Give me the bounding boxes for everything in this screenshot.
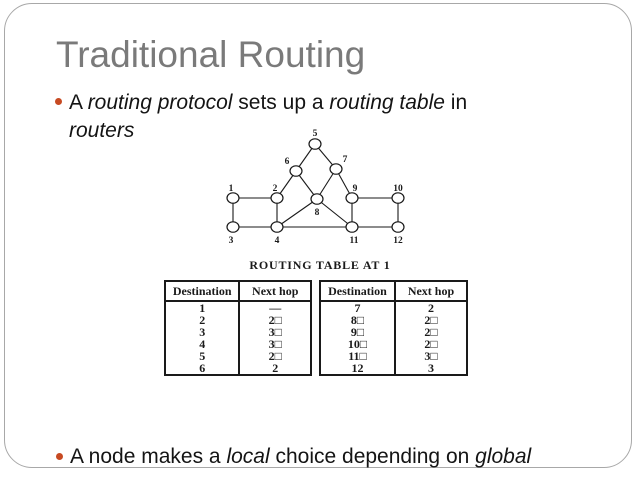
table-row: 11□3□ — [320, 350, 467, 362]
router-node — [391, 221, 405, 233]
slide-title: Traditional Routing — [56, 34, 366, 75]
router-node — [270, 221, 284, 233]
column-header: Next hop — [393, 281, 467, 302]
router-node — [308, 138, 322, 150]
router-node — [329, 163, 343, 175]
bullet-icon — [56, 453, 63, 460]
router-node-label: 6 — [285, 157, 290, 167]
column-header: Destination — [320, 281, 395, 302]
table-row: 8□2□ — [320, 314, 467, 326]
bullet-item-routing-protocol: A routing protocol sets up a routing tab… — [55, 89, 530, 145]
router-node — [391, 192, 405, 204]
table-row: 10□2□ — [320, 338, 467, 350]
table-row: 9□2□ — [320, 326, 467, 338]
router-node-label: 8 — [315, 208, 320, 218]
slide-border — [4, 3, 632, 468]
router-node-label: 10 — [393, 184, 403, 194]
router-node-label: 3 — [229, 236, 234, 246]
router-node-label: 4 — [275, 236, 280, 246]
column-header: Destination — [165, 281, 240, 302]
router-node — [226, 192, 240, 204]
bullet-icon — [55, 98, 62, 105]
router-node-label: 1 — [229, 184, 234, 194]
graph-link — [316, 198, 353, 228]
graph-link — [276, 198, 318, 228]
table-row: 1— — [165, 301, 311, 314]
router-node-label: 2 — [273, 184, 278, 194]
router-node — [345, 192, 359, 204]
router-node — [345, 221, 359, 233]
router-node-label: 12 — [393, 236, 403, 246]
router-node — [310, 193, 324, 205]
bullet-text: A node makes a local choice depending on… — [70, 445, 532, 468]
bullet-item-local-choice: A node makes a local choice depending on… — [56, 444, 616, 470]
router-node — [289, 165, 303, 177]
router-node-label: 5 — [313, 129, 318, 139]
figure-caption: ROUTING TABLE AT 1 — [249, 258, 391, 272]
router-node — [270, 192, 284, 204]
router-node-label: 7 — [343, 155, 348, 165]
router-node-label: 11 — [350, 236, 359, 246]
bullet-text: A routing protocol sets up a routing tab… — [69, 91, 468, 142]
router-node-label: 9 — [353, 184, 358, 194]
router-node — [226, 221, 240, 233]
column-header: Next hop — [238, 281, 311, 302]
